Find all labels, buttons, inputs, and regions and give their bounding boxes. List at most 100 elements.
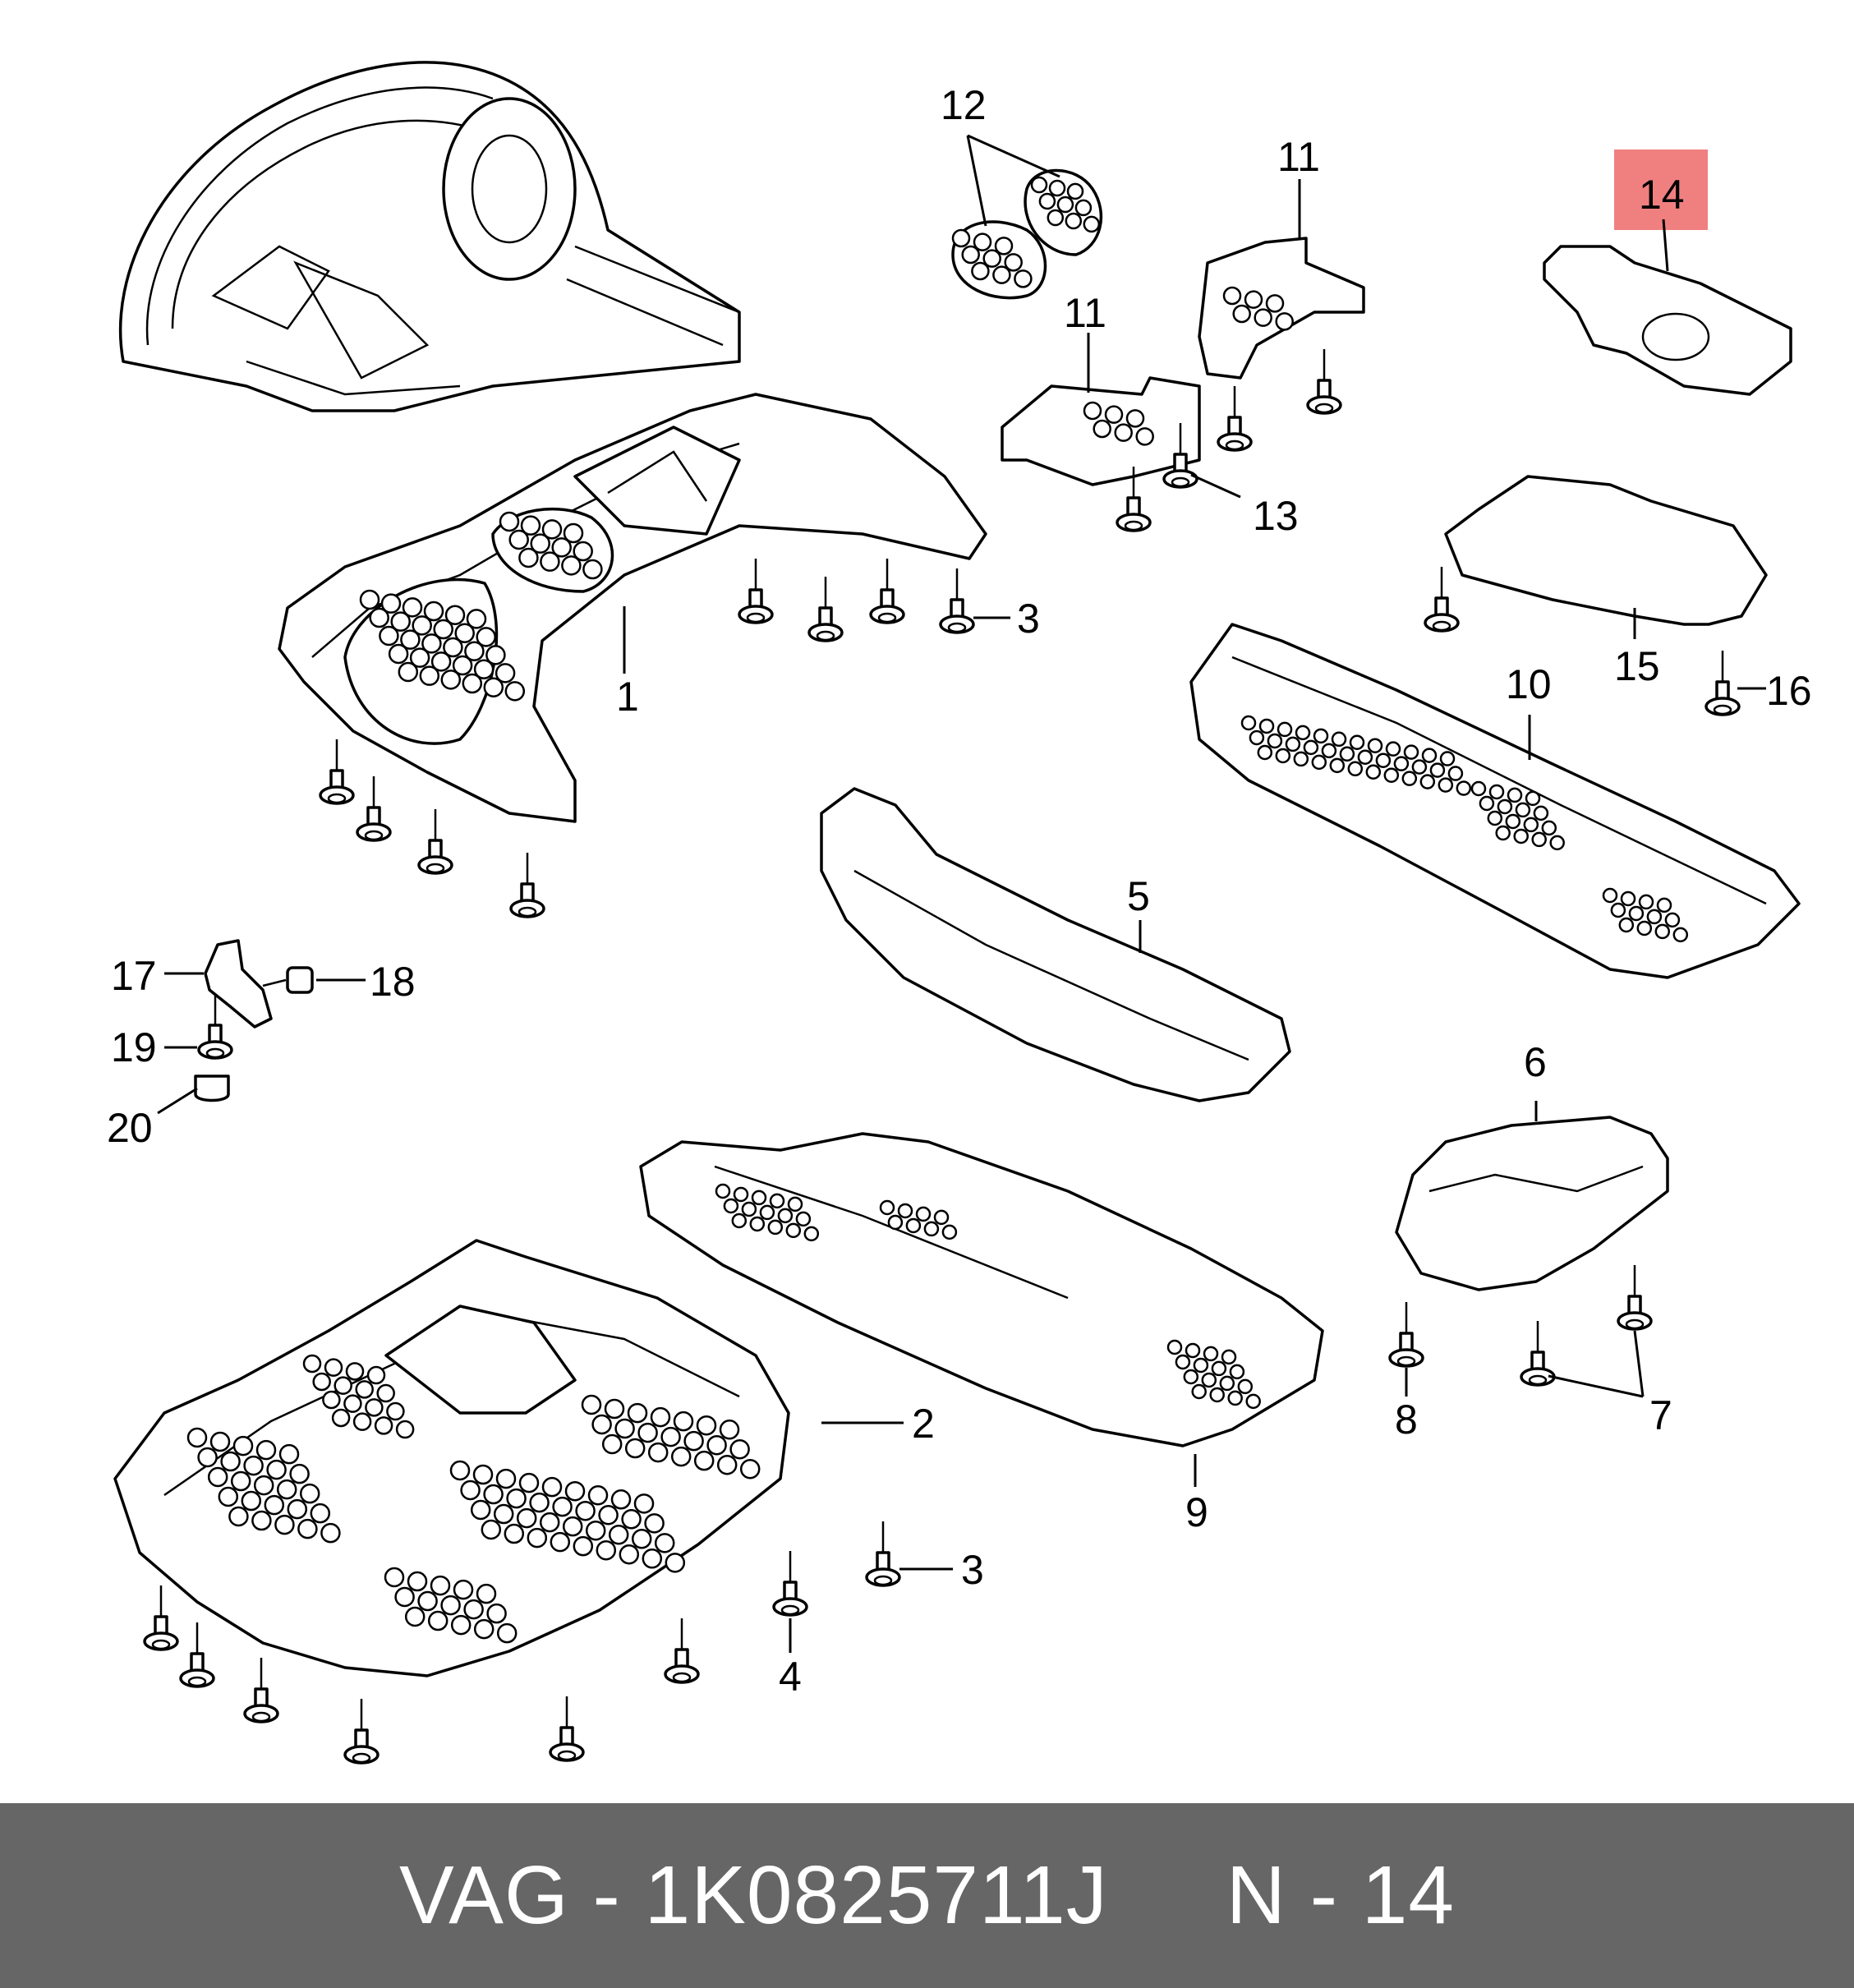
perforation-hole [1421, 748, 1438, 763]
perforation-hole [729, 1438, 750, 1460]
callout-9: 9 [1185, 1489, 1208, 1535]
perforation-hole [518, 1472, 540, 1493]
perforation-hole [376, 1383, 395, 1403]
perforation-hole [1531, 831, 1547, 848]
perforation-hole [287, 1498, 308, 1520]
perforation-hole [483, 677, 504, 697]
perforation-hole [749, 1216, 766, 1232]
perforation-hole [220, 1451, 241, 1472]
perforation-hole [551, 537, 572, 558]
part-15-shield [1444, 475, 1768, 626]
perforation-hole [1254, 308, 1272, 327]
perforation-hole [493, 1503, 514, 1525]
perforation-hole [518, 547, 539, 568]
perforation-hole [495, 1468, 517, 1489]
perforation-hole [454, 623, 475, 643]
perforation-hole [1313, 728, 1329, 744]
perforation-hole [1014, 269, 1033, 288]
callout-3-upper: 3 [1017, 596, 1040, 642]
perforation-hole [1227, 1390, 1243, 1406]
callout-8: 8 [1395, 1397, 1418, 1443]
perforation-hole [1277, 721, 1293, 738]
perforation-hole [520, 515, 541, 536]
perforation-hole [670, 1446, 692, 1467]
perforation-hole [1038, 192, 1056, 210]
perforation-hole [1249, 729, 1265, 746]
perforation-hole [608, 1524, 629, 1545]
perforation-hole [359, 589, 380, 610]
perforation-hole [1232, 304, 1251, 324]
perforation-hole [1672, 927, 1689, 943]
perforation-hole [402, 597, 423, 618]
perforation-hole [795, 1211, 812, 1227]
perforation-hole [1257, 744, 1273, 761]
perforation-hole [470, 1499, 491, 1521]
perforation-hole [417, 1590, 438, 1612]
perforation-hole [1419, 774, 1436, 789]
perforation-hole [476, 627, 496, 647]
perforation-hole [1065, 212, 1083, 230]
perforation-hole [1620, 890, 1636, 907]
perforation-hole [1083, 401, 1102, 421]
perforation-hole [228, 1506, 249, 1527]
perforation-hole [320, 1522, 341, 1544]
perforation-hole [1367, 738, 1383, 753]
perforation-hole [1628, 905, 1645, 922]
perforation-hole [1610, 902, 1626, 918]
callout-15: 15 [1614, 643, 1660, 689]
perforation-hole [504, 1523, 525, 1544]
perforation-hole [1183, 1369, 1199, 1385]
perforation-hole [1321, 743, 1337, 759]
perforation-hole [253, 1475, 274, 1496]
perforation-hole [266, 1459, 287, 1480]
perforation-hole [1438, 777, 1454, 793]
perforation-hole [310, 1503, 331, 1524]
perforation-hole [404, 1606, 426, 1627]
perforation-hole [660, 1426, 681, 1447]
perforation-hole [887, 1214, 904, 1231]
perforation-hole [390, 611, 411, 632]
part-10-underbody [1189, 623, 1801, 979]
perforation-hole [232, 1435, 254, 1456]
perforation-hole [1513, 828, 1529, 844]
perforation-hole [693, 1450, 715, 1471]
perforation-hole [564, 1480, 586, 1502]
perforation-hole [1656, 897, 1672, 913]
perforation-hole [561, 555, 582, 576]
perforation-hole [384, 1567, 405, 1588]
perforation-hole [1104, 405, 1124, 424]
perforation-hole [476, 1583, 497, 1604]
perforation-hole [289, 1463, 310, 1484]
perforation-hole [255, 1439, 277, 1461]
perforation-hole [473, 659, 495, 679]
perforation-hole [1357, 749, 1373, 766]
perforation-hole [587, 1484, 609, 1506]
perforation-hole [516, 1507, 537, 1529]
callout-19: 19 [111, 1024, 157, 1070]
perforation-hole [1347, 761, 1364, 777]
perforation-hole [923, 1221, 940, 1237]
perforation-hole [379, 625, 399, 647]
perforation-hole [1221, 1349, 1237, 1365]
perforation-hole [1267, 733, 1283, 749]
perforation-hole [1515, 802, 1531, 818]
perforation-hole [427, 1610, 449, 1631]
highlight-box-14 [1614, 150, 1708, 230]
perforation-hole [1533, 805, 1549, 821]
perforation-hole [483, 1484, 504, 1505]
part-14-heat-shield [1543, 245, 1792, 396]
perforation-hole [1349, 734, 1365, 751]
perforation-hole [573, 541, 593, 562]
perforation-hole [739, 1458, 761, 1479]
perforation-hole [1244, 290, 1263, 309]
perforation-hole [803, 1226, 820, 1242]
perforation-hole [504, 681, 526, 702]
callout-20: 20 [107, 1105, 153, 1151]
perforation-hole [562, 1516, 583, 1537]
perforation-hole [1209, 1387, 1225, 1403]
perforation-hole [1654, 923, 1671, 940]
perforation-hole [352, 1412, 372, 1431]
perforation-hole [464, 641, 485, 661]
perforation-hole [785, 1222, 802, 1239]
perforation-hole [769, 1193, 785, 1209]
